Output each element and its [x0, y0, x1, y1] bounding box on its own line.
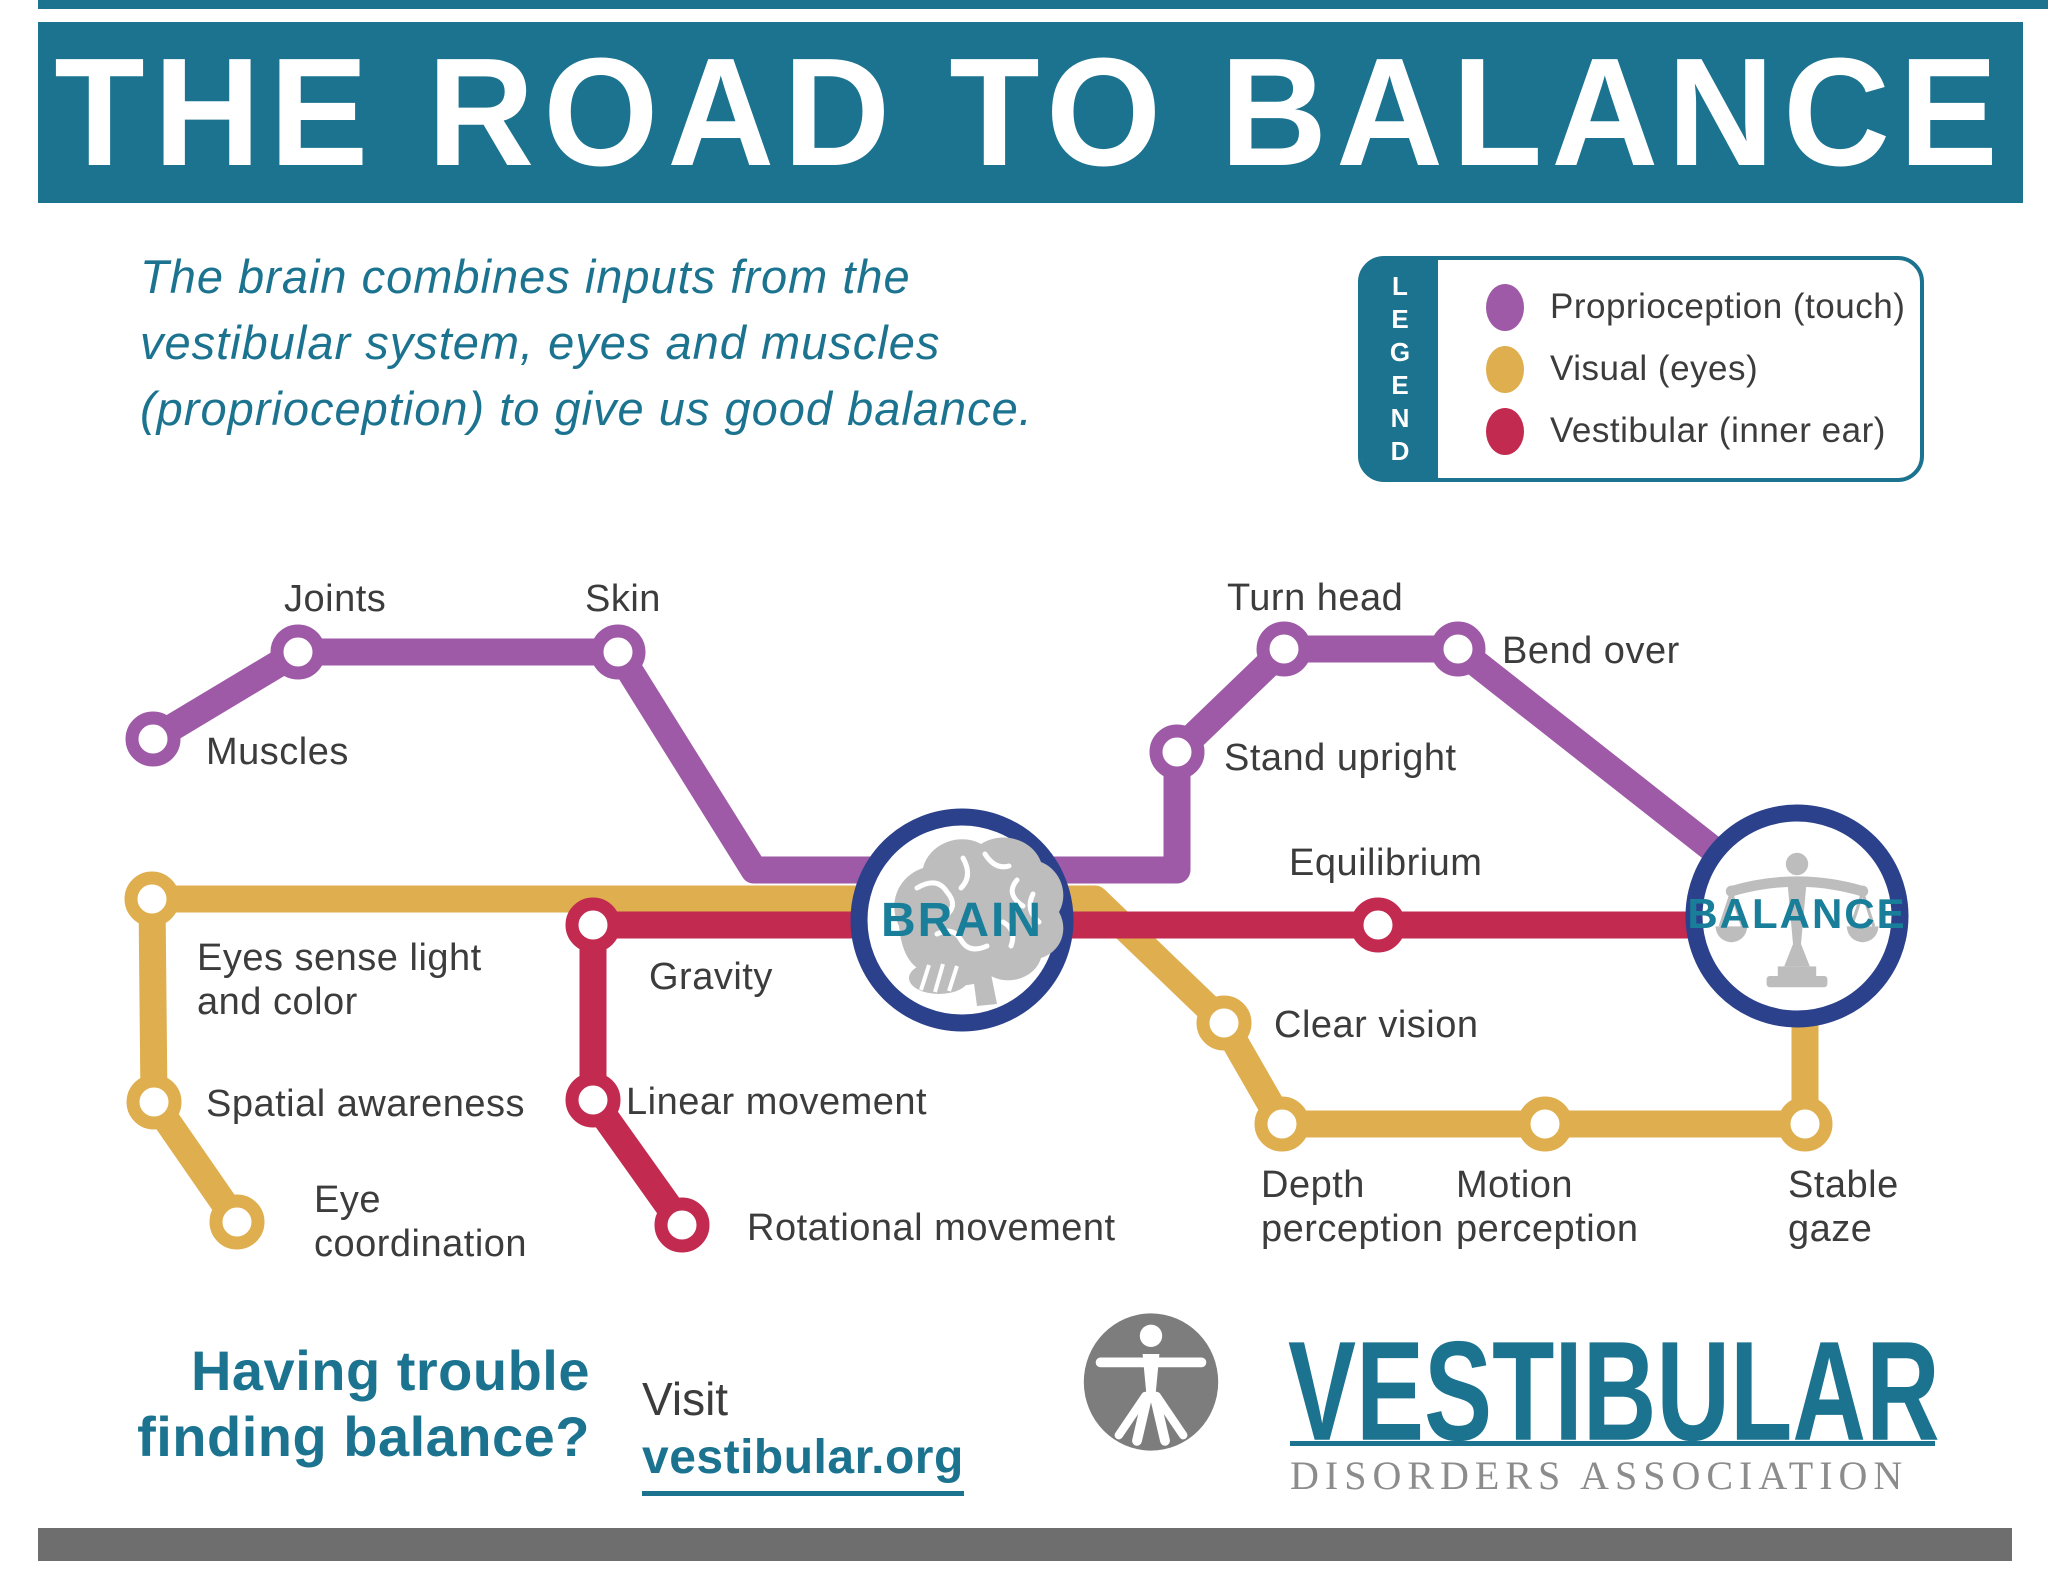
station-label-joints: Joints	[284, 578, 386, 620]
top-accent-strip	[38, 0, 2048, 9]
legend-item-label: Vestibular (inner ear)	[1550, 411, 1886, 450]
station-linear-movement	[565, 1072, 621, 1128]
station-bend-over	[1430, 621, 1486, 677]
station-label-muscles: Muscles	[206, 731, 349, 773]
station-muscles	[125, 711, 181, 767]
intro-line-1: The brain combines inputs from the	[140, 250, 911, 303]
station-label-linear-movement: Linear movement	[626, 1081, 927, 1123]
logo-divider	[1290, 1441, 1935, 1446]
logo-title: VESTIBULAR	[1288, 1312, 1940, 1471]
footer-headline: Having trouble finding balance?	[60, 1338, 590, 1470]
legend-item-1: Proprioception (touch)	[1486, 283, 1910, 331]
station-label-turn-head: Turn head	[1227, 577, 1403, 619]
station-rotational-movement	[654, 1197, 710, 1253]
station-clear-vision	[1196, 995, 1252, 1051]
footer-headline-line1: Having trouble	[190, 1339, 590, 1402]
intro-text: The brain combines inputs from the vesti…	[140, 244, 1033, 442]
balance-hub-label: BALANCE	[1687, 890, 1906, 937]
legend-item-2: Visual (eyes)	[1486, 345, 1910, 393]
intro-line-2: vestibular system, eyes and muscles	[140, 316, 941, 369]
title-banner: THE ROAD TO BALANCE	[38, 22, 2023, 203]
station-label-clear-vision: Clear vision	[1274, 1004, 1479, 1046]
legend-dot-icon	[1486, 283, 1524, 331]
logo-subtitle: DISORDERS ASSOCIATION	[1290, 1453, 1909, 1498]
station-stable-gaze	[1777, 1096, 1833, 1152]
station-joints	[270, 624, 326, 680]
station-spatial-awareness	[126, 1074, 182, 1130]
station-stand-upright	[1149, 724, 1205, 780]
rail-lines	[138, 635, 1819, 1239]
station-gravity	[565, 897, 621, 953]
station-turn-head	[1256, 621, 1312, 677]
station-label-gravity: Gravity	[649, 956, 773, 998]
station-eyes-sense-light-and-color	[124, 871, 180, 927]
rail-visual	[138, 885, 1819, 1236]
vestibular-org-link[interactable]: vestibular.org	[642, 1430, 964, 1496]
brain-hub: BRAIN	[850, 808, 1074, 1032]
legend-item-label: Proprioception (touch)	[1550, 287, 1906, 326]
scales-icon	[1715, 852, 1879, 988]
legend-item-3: Vestibular (inner ear)	[1486, 407, 1910, 455]
legend-dot-icon	[1486, 345, 1524, 393]
vestibular-logo-icon	[1083, 1313, 1219, 1451]
station-equilibrium	[1350, 897, 1406, 953]
legend-dot-icon	[1486, 407, 1524, 455]
station-label-skin: Skin	[585, 578, 661, 620]
rail-proprioception	[139, 635, 1771, 898]
footer-headline-line2: finding balance?	[137, 1405, 590, 1468]
legend-items: Proprioception (touch) Visual (eyes) Vesti…	[1438, 260, 1920, 478]
station-label-bend-over: Bend over	[1502, 630, 1680, 672]
station-eye-coordination	[209, 1194, 265, 1250]
station-skin	[590, 624, 646, 680]
stations	[124, 621, 1833, 1253]
brain-icon	[894, 837, 1064, 1006]
legend-item-label: Visual (eyes)	[1550, 349, 1759, 388]
rail-vestibular	[579, 911, 1811, 1239]
page-title: THE ROAD TO BALANCE	[54, 26, 2007, 198]
bottom-gray-bar	[38, 1528, 2012, 1561]
station-label-stand-upright: Stand upright	[1224, 737, 1457, 779]
station-label-spatial-awareness: Spatial awareness	[206, 1083, 525, 1125]
visit-label: Visit	[642, 1373, 729, 1425]
station-motion-perception	[1517, 1096, 1573, 1152]
station-label-equilibrium: Equilibrium	[1289, 842, 1482, 884]
intro-line-3: (proprioception) to give us good balance…	[140, 382, 1033, 435]
station-depth-perception	[1254, 1096, 1310, 1152]
balance-hub: BALANCE	[1685, 804, 1909, 1028]
station-label-rotational-movement: Rotational movement	[747, 1207, 1116, 1249]
brain-hub-label: BRAIN	[881, 894, 1043, 947]
